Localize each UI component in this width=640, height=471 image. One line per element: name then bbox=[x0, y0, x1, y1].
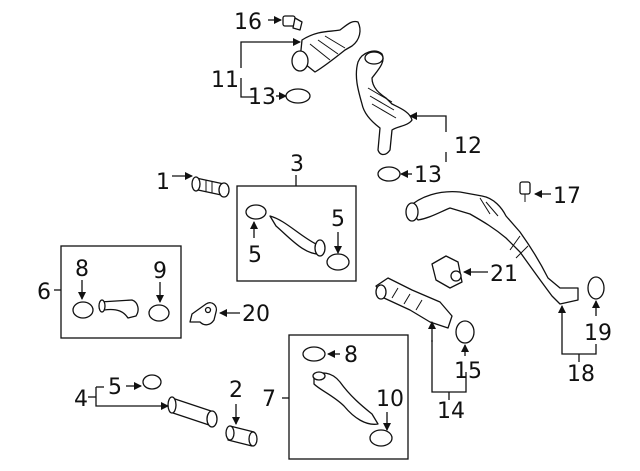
callout-5-row4: 5 bbox=[108, 375, 122, 400]
part-18-pipe bbox=[405, 190, 579, 305]
callout-2: 2 bbox=[229, 378, 243, 403]
part-4-hose bbox=[167, 396, 218, 428]
part-5-clamp bbox=[142, 374, 162, 390]
part-6-hose-kit bbox=[72, 299, 170, 322]
part-19-clamp bbox=[587, 276, 605, 300]
part-15-clamp bbox=[455, 320, 475, 344]
part-17-sensor bbox=[519, 181, 531, 202]
part-20-flange bbox=[189, 302, 218, 326]
callout-18: 18 bbox=[567, 362, 595, 387]
part-21-sensor bbox=[431, 255, 463, 289]
callout-10: 10 bbox=[376, 387, 404, 412]
callout-box-6 bbox=[60, 245, 182, 339]
callout-6: 6 bbox=[37, 280, 51, 305]
callout-21: 21 bbox=[490, 262, 518, 287]
part-2-hose bbox=[225, 425, 258, 447]
callout-20: 20 bbox=[242, 302, 270, 327]
part-3-hose-kit bbox=[245, 204, 350, 271]
callout-13-lower: 13 bbox=[414, 163, 442, 188]
callout-12: 12 bbox=[454, 134, 482, 159]
callout-5-left: 5 bbox=[248, 243, 262, 268]
part-13-clamp-lower bbox=[377, 166, 401, 182]
part-16-sensor bbox=[282, 15, 303, 31]
callout-3: 3 bbox=[290, 152, 304, 177]
callout-8-right: 8 bbox=[344, 343, 358, 368]
callout-13-upper: 13 bbox=[248, 85, 276, 110]
callout-19: 19 bbox=[584, 321, 612, 346]
callout-1: 1 bbox=[156, 170, 170, 195]
part-13-clamp-upper bbox=[285, 88, 311, 104]
callout-15: 15 bbox=[454, 359, 482, 384]
part-7-hose-kit bbox=[302, 346, 393, 447]
callout-8-left: 8 bbox=[75, 257, 89, 282]
leader-lines bbox=[54, 16, 600, 431]
callout-4: 4 bbox=[74, 387, 88, 412]
part-14-pipe bbox=[375, 277, 453, 329]
part-11-inlet-pipe bbox=[291, 20, 361, 73]
callout-box-7 bbox=[288, 334, 409, 460]
callout-7: 7 bbox=[262, 387, 276, 412]
part-12-turbo-pipe bbox=[355, 50, 413, 156]
callout-9: 9 bbox=[153, 259, 167, 284]
callout-17: 17 bbox=[553, 184, 581, 209]
callout-5-right: 5 bbox=[331, 207, 345, 232]
callout-11: 11 bbox=[211, 68, 239, 93]
callout-16: 16 bbox=[234, 10, 262, 35]
part-1-hose bbox=[191, 176, 230, 198]
callout-14: 14 bbox=[437, 399, 465, 424]
